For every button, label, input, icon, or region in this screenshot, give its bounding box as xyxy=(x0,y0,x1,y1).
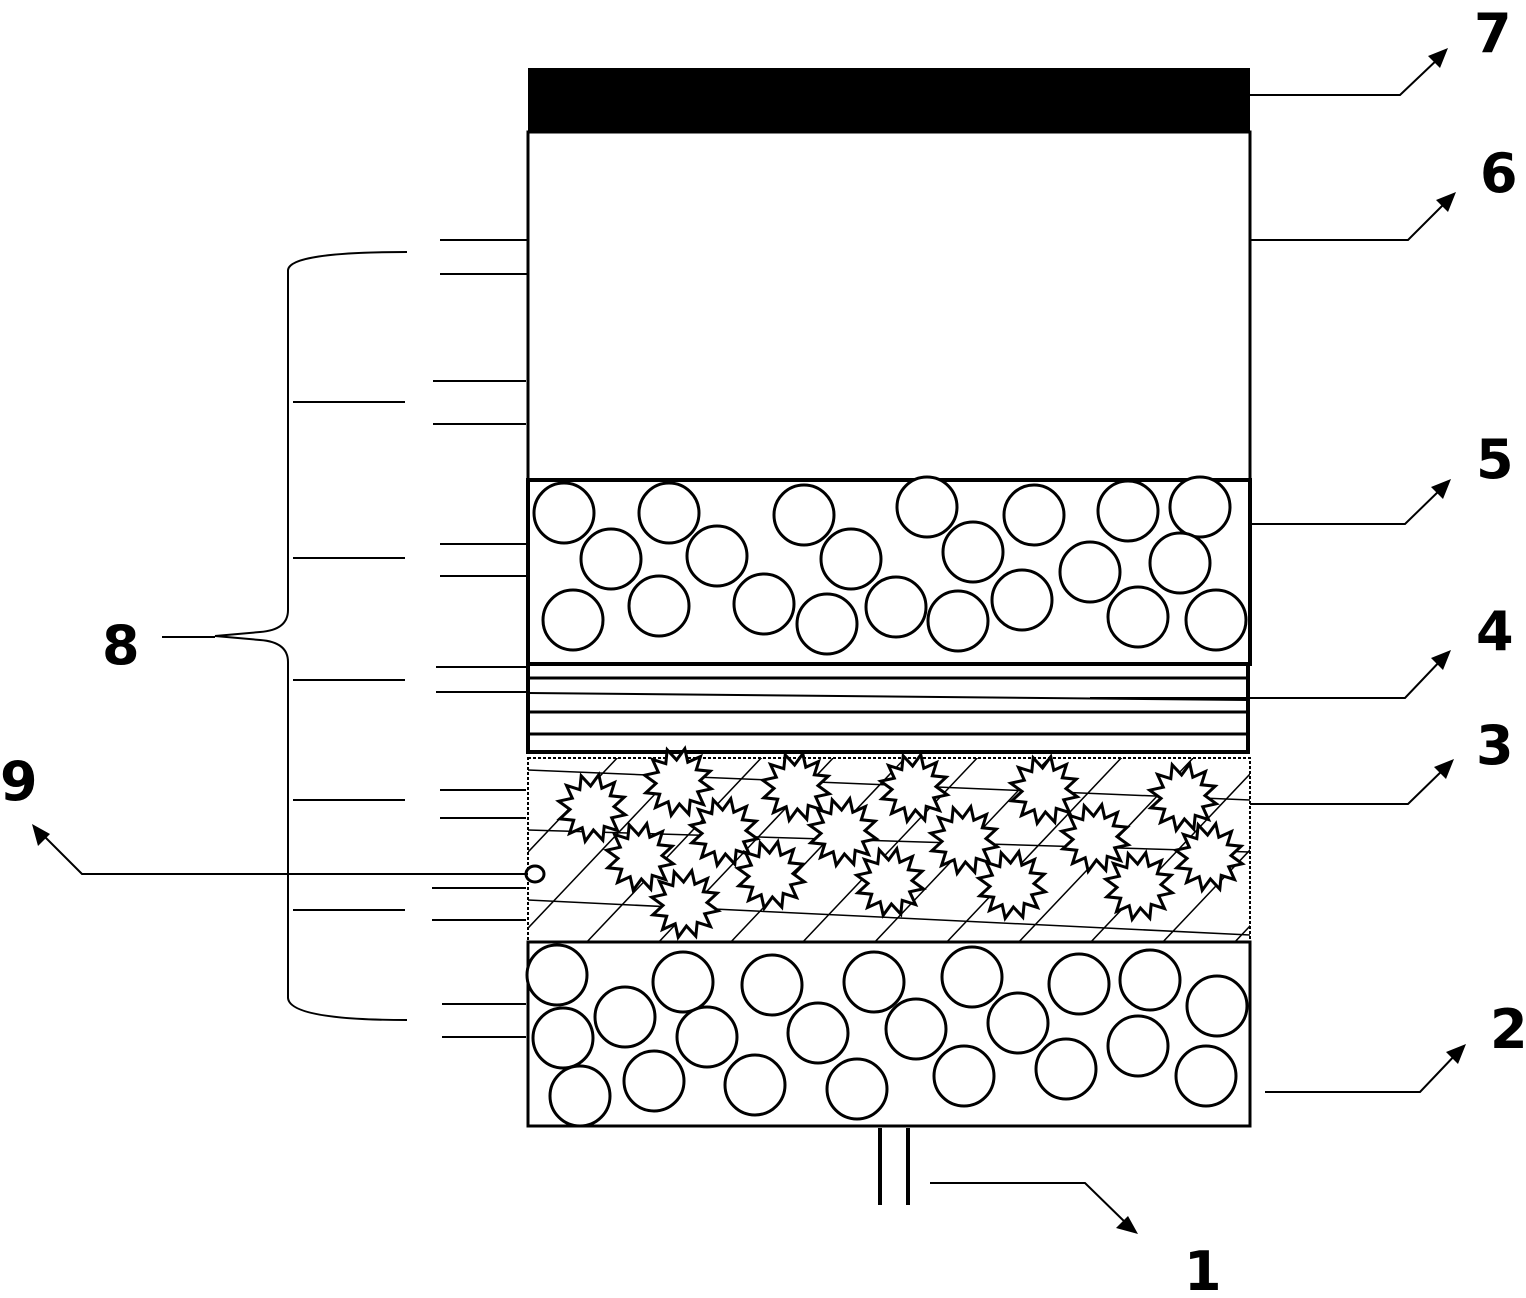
catalyst-particle xyxy=(1146,760,1220,834)
particle-circle xyxy=(622,1049,686,1113)
particle-circle xyxy=(895,475,959,539)
bottom-pipe xyxy=(878,1128,910,1205)
particle-circle xyxy=(531,1006,595,1070)
label-6: 6 xyxy=(1480,142,1518,205)
particle-circle xyxy=(579,527,643,591)
particle-circle xyxy=(986,991,1050,1055)
catalyst-particle xyxy=(806,795,880,869)
layer-7-top-cap xyxy=(528,68,1250,132)
particle-circle xyxy=(940,945,1004,1009)
layer-2-particles xyxy=(525,943,1249,1128)
label-8: 8 xyxy=(102,614,140,677)
catalyst-particle xyxy=(1058,801,1132,875)
catalyst-particle xyxy=(734,838,808,912)
particle-circle xyxy=(675,1005,739,1069)
catalyst-particle xyxy=(853,845,927,919)
bracket-8 xyxy=(214,251,408,1021)
layer-6-chamber xyxy=(526,130,1252,482)
catalyst-particle xyxy=(603,820,677,894)
particle-circle xyxy=(548,1064,612,1128)
layer-3-catalyst xyxy=(527,745,1251,943)
label-9: 9 xyxy=(0,750,38,813)
catalyst-particle xyxy=(1102,849,1176,923)
particle-circle xyxy=(1106,1014,1170,1078)
particle-circle xyxy=(1096,479,1160,543)
particle-circle xyxy=(772,483,836,547)
catalyst-particle xyxy=(1007,753,1081,827)
particle-circle xyxy=(941,520,1005,584)
particle-circle xyxy=(819,527,883,591)
particle-circle xyxy=(740,953,804,1017)
particle-circle xyxy=(637,481,701,545)
particle-circle xyxy=(842,950,906,1014)
label-1: 1 xyxy=(1184,1240,1222,1298)
particle-circle xyxy=(1058,540,1122,604)
particle-circle xyxy=(1185,974,1249,1038)
particle-circle xyxy=(864,575,928,639)
label-7: 7 xyxy=(1474,2,1512,65)
particle-circle xyxy=(525,943,589,1007)
label-5: 5 xyxy=(1476,428,1514,491)
particle-circle xyxy=(651,950,715,1014)
particle-circle xyxy=(627,574,691,638)
label-2: 2 xyxy=(1490,998,1526,1061)
particle-circle xyxy=(1184,588,1248,652)
catalyst-particle xyxy=(641,745,715,819)
particle-circle xyxy=(884,997,948,1061)
particle-circle xyxy=(795,592,859,656)
catalyst-particle xyxy=(1172,820,1246,894)
particle-circle xyxy=(1047,952,1111,1016)
side-port xyxy=(524,864,546,884)
layer-5-particles xyxy=(532,475,1248,656)
particle-circle xyxy=(1148,531,1212,595)
particle-circle xyxy=(926,589,990,653)
particle-circle xyxy=(723,1053,787,1117)
label-3: 3 xyxy=(1476,714,1514,777)
particle-circle xyxy=(541,588,605,652)
right-leaders xyxy=(32,48,1466,1234)
particle-circle xyxy=(786,1001,850,1065)
particle-circle xyxy=(1168,475,1232,539)
particle-circle xyxy=(532,481,596,545)
layer-4-membrane xyxy=(526,662,1250,754)
catalyst-particle xyxy=(877,751,951,825)
catalyst-particle xyxy=(648,867,722,941)
particle-circle xyxy=(1002,483,1066,547)
particle-circle xyxy=(825,1057,889,1121)
particle-circle xyxy=(932,1044,996,1108)
particle-circle xyxy=(1118,948,1182,1012)
catalyst-particle xyxy=(975,848,1049,922)
particle-circle xyxy=(685,524,749,588)
catalyst-particle xyxy=(555,771,629,845)
particle-circle xyxy=(1106,585,1170,649)
particle-circle xyxy=(1034,1037,1098,1101)
catalyst-particle xyxy=(927,803,1001,877)
label-4: 4 xyxy=(1476,600,1514,663)
particle-circle xyxy=(593,985,657,1049)
catalyst-particle xyxy=(687,795,761,869)
catalyst-particle xyxy=(759,750,833,824)
particle-circle xyxy=(1174,1044,1238,1108)
particle-circle xyxy=(732,572,796,636)
particle-circle xyxy=(990,568,1054,632)
left-probe-lines xyxy=(293,239,528,1038)
